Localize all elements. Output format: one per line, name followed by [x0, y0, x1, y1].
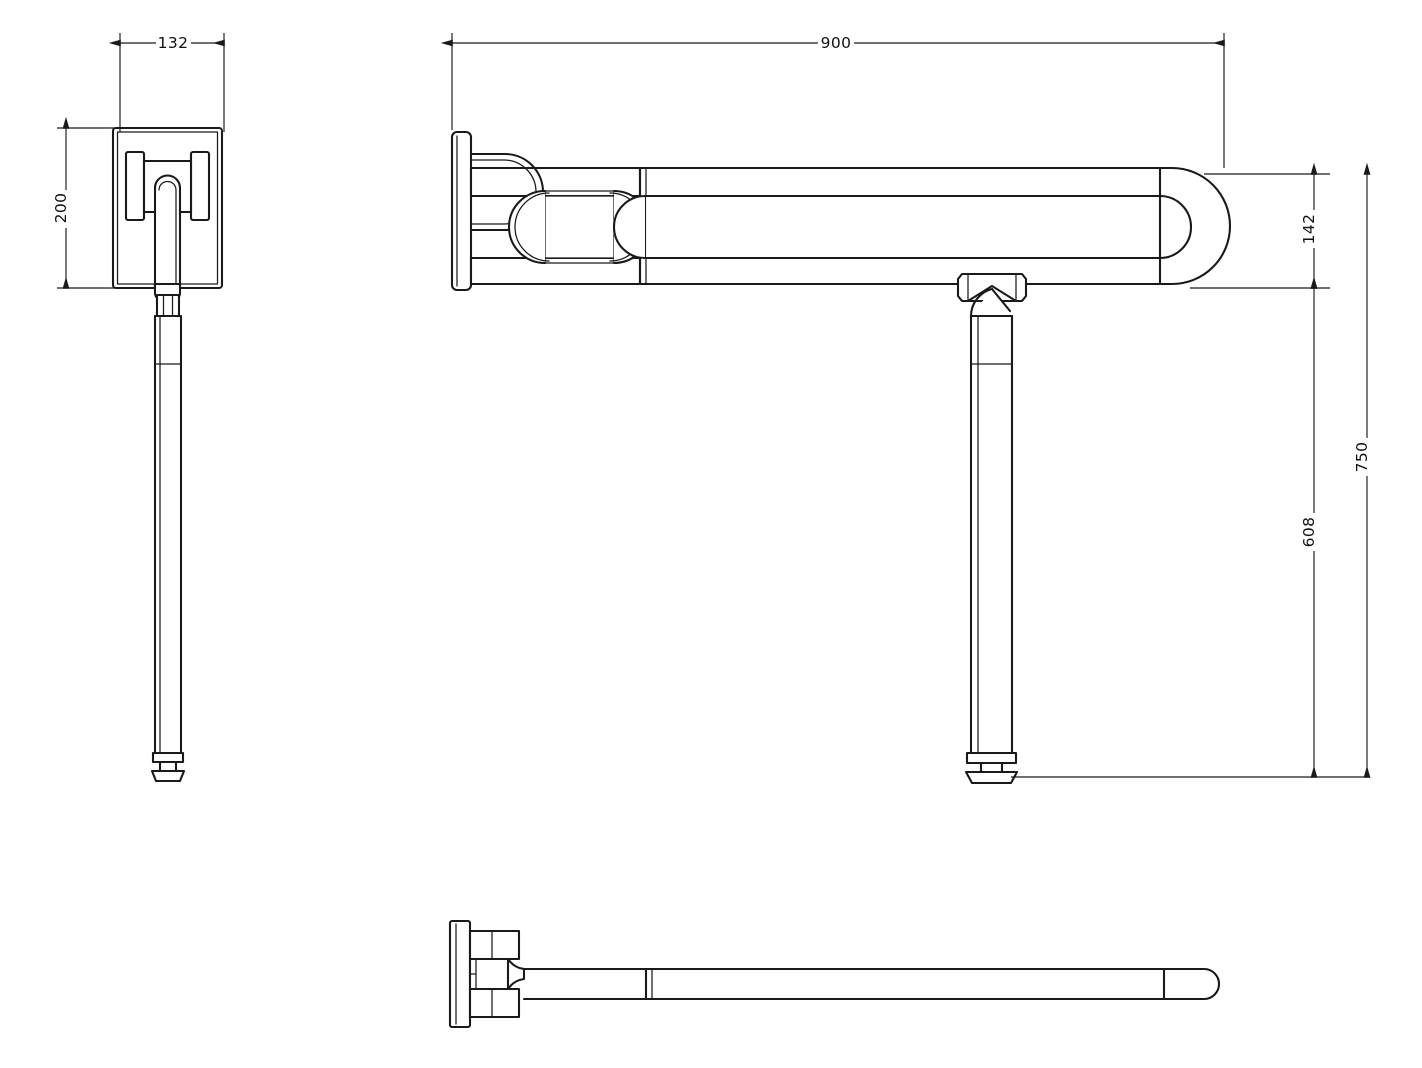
plan-view-wall-plate [448, 919, 472, 1029]
plan-view-tube-fillet [506, 957, 526, 991]
plan-view [448, 919, 1220, 1029]
plan-view-bar-tube [522, 967, 1220, 1001]
side-view-foot-ferrule [965, 751, 1018, 765]
front-view-bar-tube [153, 174, 182, 288]
dim-value-900: 900 [821, 34, 852, 52]
side-view-wall-plate [450, 130, 473, 292]
dimension-overall-height-750: 750 [1353, 162, 1376, 778]
dimension-length-900: 900 [440, 31, 1225, 168]
side-view-yoke-fillet [969, 287, 994, 318]
front-view: 132 200 [52, 31, 225, 783]
dim-value-142: 142 [1300, 214, 1318, 245]
plan-view-hinge-block-bottom [468, 987, 521, 1019]
front-view-foot-ferrule [151, 751, 185, 764]
side-view-foot-stem [979, 761, 1004, 774]
dim-value-132: 132 [158, 34, 189, 52]
dimension-width-132: 132 [108, 31, 225, 132]
side-view-knuckle-arc-left-inner [514, 192, 550, 262]
front-view-hinge-block-right [189, 150, 211, 222]
side-view-bracket-yoke [966, 284, 1018, 303]
side-view-u-bend-inner [1158, 194, 1192, 260]
side-view-yoke-fill [971, 289, 1010, 316]
dim-value-750: 750 [1353, 442, 1371, 473]
dim-text-bg-750 [1358, 438, 1376, 476]
dimension-leg-height-608: 608 [1300, 276, 1323, 778]
dim-text-bg-132 [156, 31, 191, 49]
dim-text-bg-900 [818, 31, 854, 49]
plan-view-hinge-block-top [468, 929, 521, 961]
front-view-bar-tube-highlight [158, 180, 177, 285]
dimension-height-200: 200 [52, 116, 117, 289]
dim-value-200: 200 [52, 193, 70, 224]
front-view-foot-stem [158, 760, 178, 773]
dimension-bar-height-142: 142 [1190, 162, 1330, 289]
dim-value-608: 608 [1300, 517, 1318, 548]
side-view-foot-pad [964, 770, 1019, 785]
side-view-yoke-right-edge [990, 287, 1012, 313]
side-view-barrel-fill [543, 196, 616, 258]
side-view-leg-bracket [956, 272, 1028, 303]
side-view-grab-bar-left-cap [613, 194, 647, 260]
front-view-hinge-block-left [124, 150, 146, 222]
side-view-u-bend-outer [638, 166, 1231, 286]
side-elevation-view: 900 142 608 750 [440, 31, 1376, 785]
front-view-support-leg [153, 314, 183, 755]
dim-text-bg-608 [1305, 513, 1323, 551]
side-view-support-leg [969, 314, 1014, 755]
front-view-foot-pad [150, 769, 186, 783]
front-view-leg-collar [155, 293, 181, 318]
side-view-grab-bar-tube [643, 194, 1162, 260]
dim-text-bg-200 [57, 190, 75, 228]
dim-text-bg-142 [1305, 210, 1323, 248]
side-view-knuckle-arc-left [508, 189, 547, 265]
